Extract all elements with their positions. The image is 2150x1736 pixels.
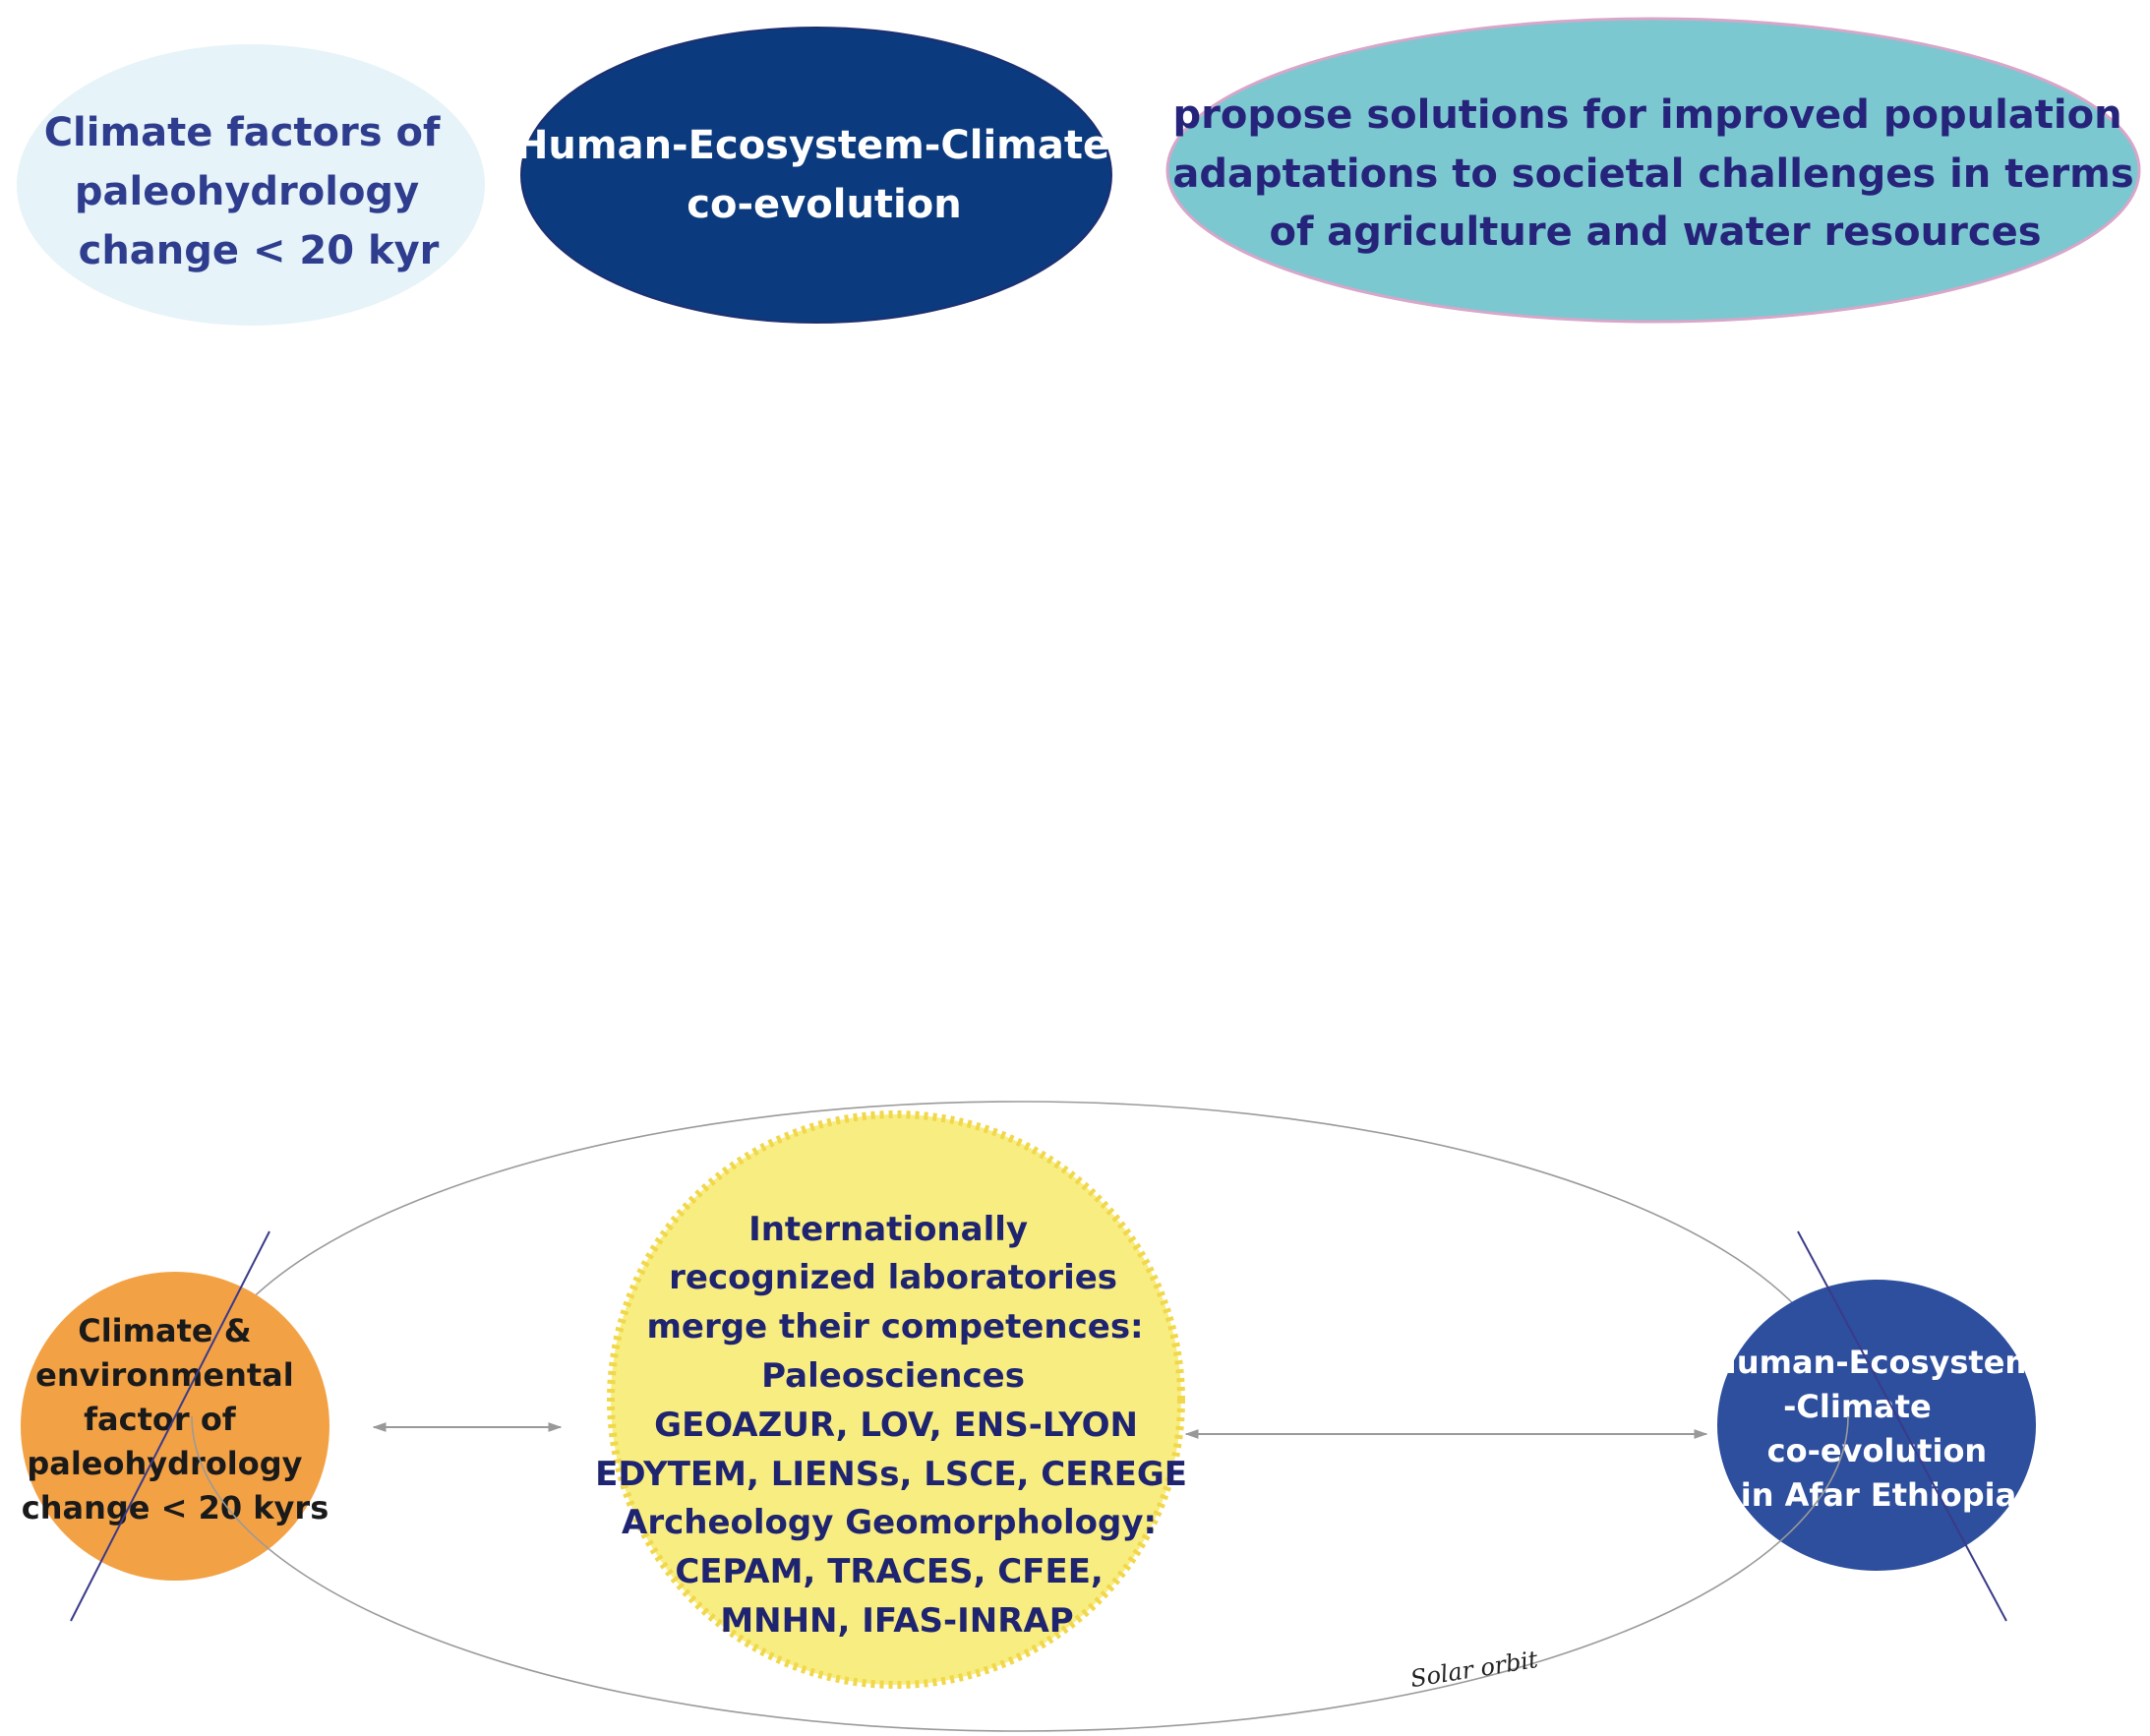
afar-planet-circle (1717, 1280, 2036, 1571)
human-ecosystem-node: Human-Ecosystem-Climate co-evolution (515, 27, 1123, 324)
left-planet-axis (70, 1230, 270, 1622)
laboratories-sun-label: Internationally recognized laboratories … (595, 1210, 1199, 1641)
propose-solutions-node: propose solutions for improved populatio… (1165, 17, 2147, 324)
propose-solutions-label: propose solutions for improved populatio… (1172, 92, 2147, 255)
propose-solutions-ellipse (1165, 17, 2141, 324)
climate-factors-node: Climate factors of paleohydrology change… (17, 44, 485, 326)
solar-orbit-front (191, 1415, 1849, 1732)
afar-planet: Human-Ecosystem -Climate co-evolution in… (1710, 1230, 2049, 1622)
solar-orbit-back (191, 1101, 1849, 1417)
solar-orbit-label: Solar orbit (1408, 1646, 1540, 1693)
laboratories-sun-circle (607, 1110, 1185, 1689)
afar-planet-label: Human-Ecosystem -Climate co-evolution in… (1710, 1344, 2049, 1514)
right-planet-axis (1797, 1230, 2007, 1622)
climate-environment-planet: Climate & environmental factor of paleoh… (21, 1230, 329, 1622)
human-ecosystem-ellipse (520, 27, 1112, 324)
climate-factors-label: Climate factors of paleohydrology change… (44, 110, 454, 273)
climate-environment-circle (21, 1272, 329, 1581)
laboratories-sun: Internationally recognized laboratories … (595, 1110, 1199, 1689)
orbit-diagram: Climate & environmental factor of paleoh… (21, 1101, 2049, 1732)
climate-environment-label: Climate & environmental factor of paleoh… (22, 1312, 328, 1526)
climate-factors-ellipse (17, 44, 485, 326)
human-ecosystem-label: Human-Ecosystem-Climate co-evolution (515, 123, 1123, 227)
